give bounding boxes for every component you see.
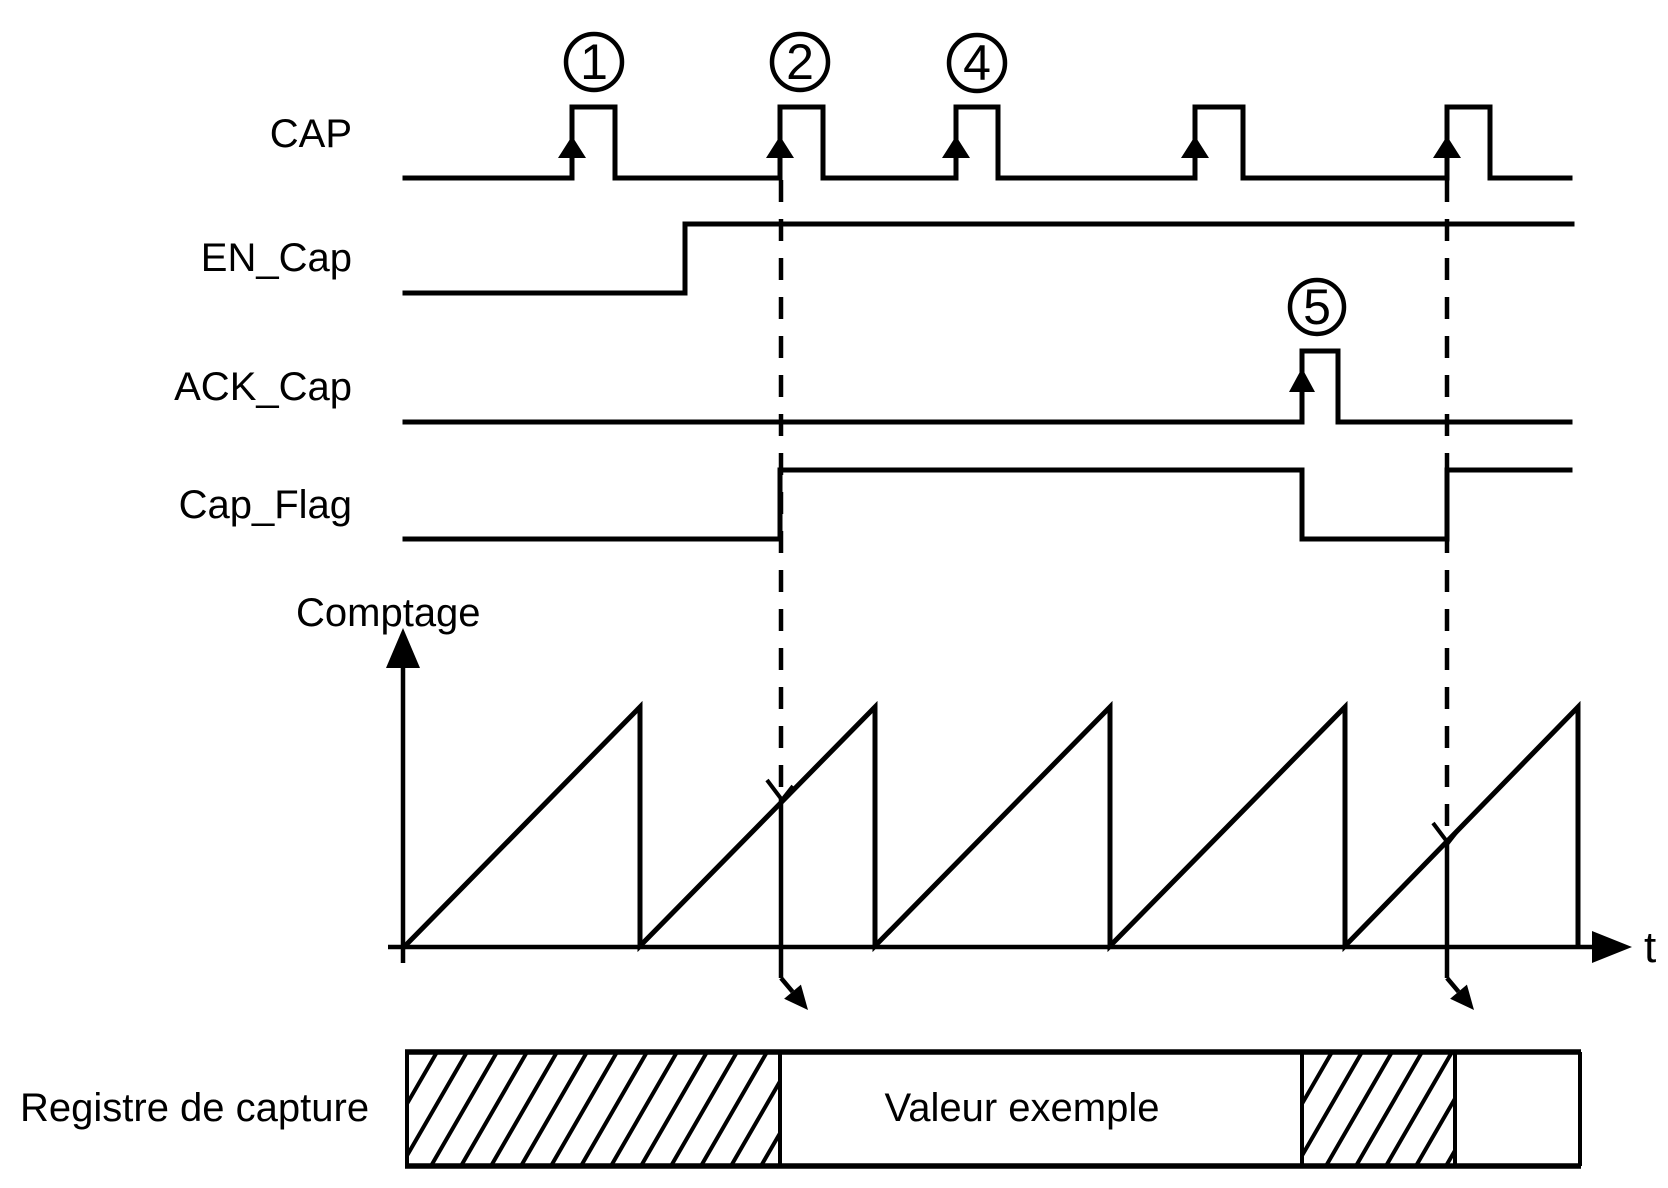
- event-marker-number: 4: [963, 35, 991, 91]
- event-marker-circle-icon: [946, 32, 1008, 94]
- event-marker-2: 2: [769, 31, 831, 93]
- registre-label: Registre de capture: [20, 1086, 369, 1130]
- rising-edge-arrow-icon: [1289, 368, 1315, 392]
- valeur-label: Valeur exemple: [885, 1086, 1160, 1130]
- cap-label: CAP: [270, 112, 352, 156]
- waveform-en-cap: [402, 221, 1575, 296]
- hatch-line: [459, 1052, 529, 1166]
- register-hatch-region: [1302, 1052, 1455, 1166]
- hatch-line: [699, 1052, 769, 1166]
- capture-arrowhead-icon: [784, 984, 808, 1010]
- hatch-line: [407, 1052, 439, 1108]
- hatch-line: [407, 1052, 469, 1160]
- hatch-line: [489, 1052, 559, 1166]
- hatch-line: [1324, 1052, 1394, 1166]
- hatch-line: [759, 1129, 780, 1166]
- event-marker-1: 1: [563, 31, 625, 93]
- rising-edge-arrow-icon: [766, 136, 794, 158]
- hatch-line: [579, 1052, 649, 1166]
- rising-edge-arrow-icon: [1181, 136, 1209, 158]
- hatch-line: [549, 1052, 619, 1166]
- rising-edge-arrow-icon: [1433, 136, 1461, 158]
- event-marker-circle-icon: [769, 31, 831, 93]
- hatch-line: [519, 1052, 589, 1166]
- hatch-line: [639, 1052, 709, 1166]
- hatch-line: [729, 1077, 780, 1166]
- event-marker-4: 4: [946, 32, 1008, 94]
- hatch-line: [609, 1052, 679, 1166]
- event-marker-circle-icon: [1287, 277, 1347, 337]
- hatch-line: [669, 1052, 739, 1166]
- en-cap-label: EN_Cap: [201, 236, 352, 280]
- rising-edge-arrow-icon: [942, 136, 970, 158]
- comptage-label: Comptage: [296, 591, 481, 635]
- event-marker-5: 5: [1287, 277, 1347, 337]
- hatch-line: [1384, 1052, 1454, 1166]
- rising-edge-arrow-icon: [558, 136, 586, 158]
- register-hatch-region: [407, 1052, 780, 1166]
- t-label-label: t: [1644, 923, 1656, 972]
- capture-elbow-line: [1445, 976, 1461, 994]
- event-marker-number: 1: [580, 34, 608, 90]
- ack-cap-label: ACK_Cap: [174, 365, 352, 409]
- event-marker-circle-icon: [563, 31, 625, 93]
- cap-flag-label: Cap_Flag: [179, 483, 352, 527]
- waveform-ack-cap: [402, 348, 1573, 425]
- waveform-comptage-sawtooth: [401, 700, 1581, 953]
- hatch-line: [1414, 1094, 1455, 1166]
- capture-elbow-line: [779, 976, 795, 994]
- waveform-cap-flag: [402, 467, 1573, 542]
- comptage-axis-arrow-icon: [386, 628, 420, 668]
- capture-arrowhead-icon: [1450, 984, 1474, 1010]
- hatch-line: [1354, 1052, 1424, 1166]
- hatch-line: [1302, 1052, 1334, 1108]
- hatch-line: [1302, 1052, 1364, 1160]
- event-marker-number: 2: [786, 34, 814, 90]
- hatch-line: [429, 1052, 499, 1166]
- register-bar: [407, 1052, 1580, 1166]
- time-axis-arrow-icon: [1592, 931, 1632, 963]
- event-marker-number: 5: [1303, 279, 1331, 335]
